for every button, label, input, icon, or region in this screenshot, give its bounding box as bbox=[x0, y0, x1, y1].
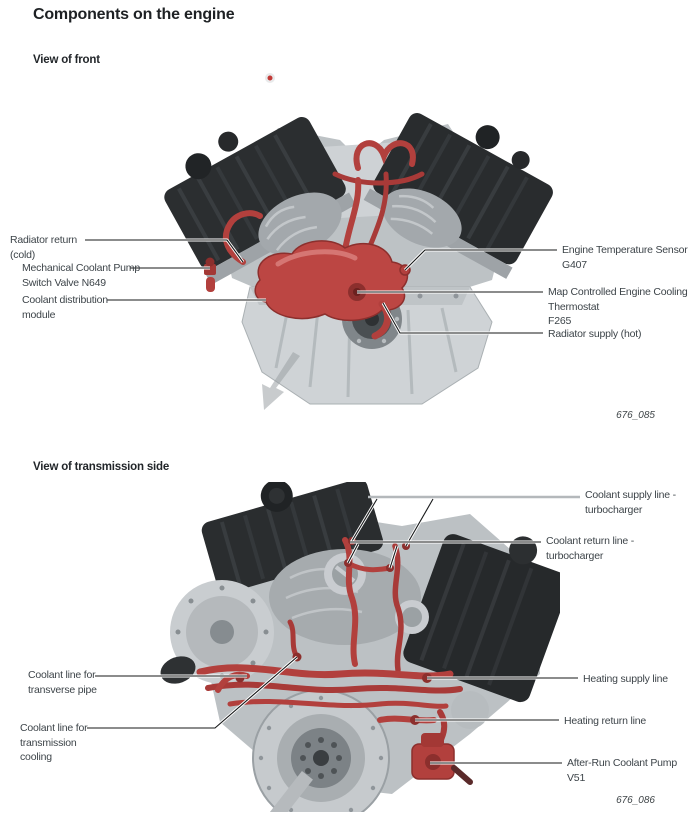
label-engine-temp-sensor: Engine Temperature Sensor G407 bbox=[562, 244, 688, 271]
figure-number-front: 676_085 bbox=[616, 410, 655, 421]
label-coolant-supply-turbo: Coolant supply line - turbocharger bbox=[585, 489, 676, 516]
label-coolant-return-turbo: Coolant return line - turbocharger bbox=[546, 535, 635, 562]
label-map-thermostat: Map Controlled Engine Cooling Thermostat… bbox=[548, 286, 688, 327]
left-valve-cover bbox=[201, 482, 384, 594]
exhaust-manifolds bbox=[258, 188, 462, 256]
engine-transmission-illustration bbox=[160, 482, 560, 812]
engine-temp-sensor-dot bbox=[399, 264, 411, 276]
label-transverse-pipe: Coolant line for transverse pipe bbox=[28, 669, 97, 696]
label-radiator-supply: Radiator supply (hot) bbox=[548, 328, 642, 340]
label-heating-supply: Heating supply line bbox=[583, 673, 668, 685]
flywheel bbox=[252, 689, 390, 812]
pump-switch-valve-n649 bbox=[204, 257, 216, 292]
section-heading-front: View of front bbox=[33, 54, 100, 66]
label-after-run-pump: After-Run Coolant Pump V51 bbox=[567, 757, 677, 784]
coolant-lines-red bbox=[196, 537, 473, 785]
right-valve-cover bbox=[403, 534, 560, 703]
label-radiator-return: Radiator return (cold) bbox=[10, 234, 78, 261]
engine-front-illustration bbox=[164, 73, 553, 410]
label-pump-switch-valve: Mechanical Coolant Pump Switch Valve N64… bbox=[22, 262, 140, 289]
figure-number-transmission: 676_086 bbox=[616, 795, 655, 806]
label-coolant-distribution: Coolant distribution module bbox=[22, 294, 108, 321]
label-heating-return: Heating return line bbox=[564, 715, 646, 727]
direction-arrow bbox=[262, 352, 300, 410]
page-title: Components on the engine bbox=[33, 6, 235, 23]
section-heading-transmission: View of transmission side bbox=[33, 461, 170, 473]
label-transmission-cooling: Coolant line for transmission cooling bbox=[20, 722, 88, 763]
